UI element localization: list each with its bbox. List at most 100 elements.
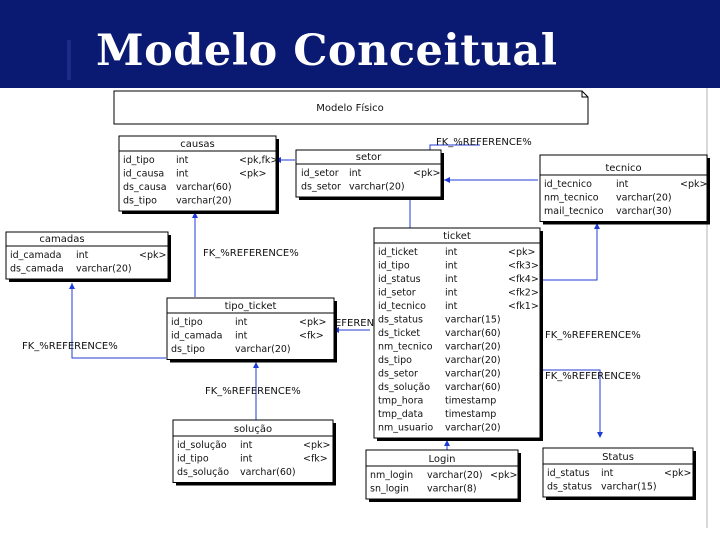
entity-name: Login	[429, 454, 456, 465]
attribute-name: ds_tipo	[123, 196, 157, 207]
attribute-name: mail_tecnico	[544, 206, 604, 217]
attribute-key: <fk>	[299, 331, 324, 342]
entity-status: Status id_status int <pk> ds_status varchar(1…	[542, 447, 696, 500]
attribute-key: <fk1>	[508, 301, 539, 312]
attribute-type: int	[349, 168, 362, 179]
attribute-name: id_tecnico	[378, 301, 426, 312]
attribute-type: varchar(20)	[176, 196, 232, 207]
attribute-name: ds_status	[547, 482, 592, 493]
attribute-name: ds_status	[378, 315, 423, 326]
relationship-label: FK_%REFERENCE%	[205, 386, 301, 397]
entity-name: setor	[356, 152, 382, 163]
attribute-key: <fk3>	[508, 261, 539, 272]
attribute-type: timestamp	[445, 396, 496, 407]
attribute-type: varchar(30)	[616, 206, 672, 217]
attribute-name: tmp_data	[378, 409, 423, 420]
attribute-type: varchar(15)	[445, 315, 501, 326]
attribute-type: varchar(20)	[616, 193, 672, 204]
attribute-name: tmp_hora	[378, 396, 423, 407]
entity-box	[5, 231, 169, 280]
attribute-type: timestamp	[445, 409, 496, 420]
attribute-type: varchar(20)	[445, 369, 501, 380]
entity-box	[539, 154, 708, 222]
attribute-name: id_setor	[378, 288, 416, 299]
attribute-type: int	[445, 301, 458, 312]
attribute-name: id_status	[378, 274, 421, 285]
attribute-key: <fk>	[303, 454, 328, 465]
entity-box	[295, 149, 442, 198]
attribute-type: varchar(20)	[427, 470, 483, 481]
model-label: Modelo Físico	[316, 102, 383, 114]
attribute-type: int	[76, 250, 89, 261]
attribute-key: <pk>	[508, 247, 535, 258]
entity-box	[365, 449, 519, 500]
attribute-key: <pk>	[664, 468, 691, 479]
relationship-label: FK_%REFERENCE%	[545, 330, 641, 341]
attribute-name: ds_causa	[123, 182, 167, 193]
attribute-type: int	[445, 247, 458, 258]
attribute-name: ds_solução	[378, 382, 430, 393]
attribute-name: id_tipo	[378, 261, 410, 272]
attribute-type: varchar(20)	[349, 182, 405, 193]
attribute-type: int	[240, 454, 253, 465]
attribute-name: id_status	[547, 468, 590, 479]
title-accent	[67, 40, 71, 80]
attribute-type: varchar(8)	[427, 484, 477, 495]
attribute-name: ds_setor	[378, 369, 418, 380]
attribute-type: varchar(60)	[445, 382, 501, 393]
relationship-label: FK_%REFERENCE%	[203, 248, 299, 259]
entity-name: Status	[602, 452, 634, 463]
attribute-name: id_tipo	[123, 155, 155, 166]
attribute-key: <pk>	[299, 317, 326, 328]
attribute-key: <fk2>	[508, 288, 539, 299]
attribute-type: int	[235, 317, 248, 328]
attribute-name: sn_login	[370, 484, 409, 495]
attribute-name: nm_tecnico	[378, 342, 433, 353]
attribute-type: int	[445, 274, 458, 285]
relationship-label: FK_%REFERENCE%	[545, 371, 641, 382]
attribute-name: nm_login	[370, 470, 413, 481]
attribute-type: varchar(15)	[601, 482, 657, 493]
title-bar	[0, 0, 720, 88]
attribute-type: int	[445, 288, 458, 299]
attribute-type: varchar(60)	[176, 182, 232, 193]
attribute-name: id_tipo	[171, 317, 203, 328]
entity-name: camadas	[39, 234, 84, 245]
attribute-type: int	[445, 261, 458, 272]
relationship-label: REFERENCE	[328, 318, 387, 329]
attribute-name: id_tipo	[177, 454, 209, 465]
attribute-name: id_solução	[177, 440, 227, 451]
attribute-type: varchar(20)	[445, 355, 501, 366]
attribute-name: nm_tecnico	[544, 193, 599, 204]
attribute-type: varchar(60)	[445, 328, 501, 339]
entity-box	[542, 447, 694, 498]
attribute-key: <pk>	[139, 250, 166, 261]
relationship-label: FK_%REFERENCE%	[436, 137, 532, 148]
attribute-type: int	[616, 179, 629, 190]
attribute-key: <pk>	[239, 169, 266, 180]
entity-box	[166, 297, 335, 360]
attribute-name: ds_tipo	[378, 355, 412, 366]
attribute-type: varchar(20)	[235, 344, 291, 355]
attribute-name: nm_usuario	[378, 423, 433, 434]
attribute-type: int	[176, 169, 189, 180]
attribute-key: <pk>	[680, 179, 707, 190]
attribute-name: ds_tipo	[171, 344, 205, 355]
attribute-name: id_setor	[301, 168, 339, 179]
attribute-name: ds_setor	[301, 182, 341, 193]
attribute-name: ds_camada	[10, 264, 64, 275]
attribute-type: int	[601, 468, 614, 479]
entity-name: ticket	[443, 231, 471, 242]
attribute-key: <pk>	[303, 440, 330, 451]
entity-box	[373, 227, 541, 439]
attribute-name: id_camada	[10, 250, 61, 261]
relationship-label: FK_%REFERENCE%	[22, 341, 118, 352]
